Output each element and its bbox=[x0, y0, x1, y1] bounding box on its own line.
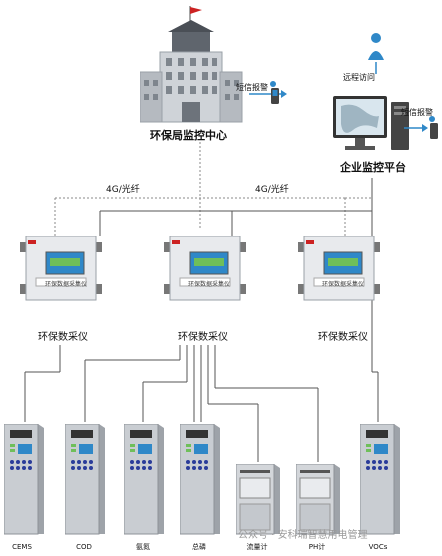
device-label-ph-meter: PH计 bbox=[308, 543, 326, 551]
cabinet-cod bbox=[65, 424, 105, 535]
link-label-left: 4G/光纤 bbox=[106, 185, 140, 195]
device-label-flow-meter: 流量计 bbox=[246, 543, 268, 551]
data-collector-2 bbox=[164, 236, 246, 301]
data-collector-1 bbox=[20, 236, 102, 301]
device-label-ammonia: 氨氮 bbox=[136, 543, 150, 551]
remote-access-label: 远程访问 bbox=[343, 73, 375, 82]
device-label-cod: COD bbox=[76, 543, 92, 551]
cabinet-vocs bbox=[360, 424, 400, 535]
cabinet-cems bbox=[4, 424, 44, 535]
device-label-cems: CEMS bbox=[12, 543, 32, 551]
monitoring-center-building-icon bbox=[140, 6, 243, 123]
collector-1-label: 环保数采仪 bbox=[38, 332, 88, 343]
collector-3-label: 环保数采仪 bbox=[318, 332, 368, 343]
collector-1-caption: 环保数据采集仪 bbox=[45, 281, 88, 288]
collector-2-label: 环保数采仪 bbox=[178, 332, 228, 343]
collector-3-caption: 环保数据采集仪 bbox=[322, 281, 365, 288]
platform-alarm-phone-icon bbox=[429, 116, 438, 139]
center-sms-label: 短信报警 bbox=[236, 83, 268, 92]
cabinet-total-phosphorus bbox=[180, 424, 220, 535]
device-label-phosphorus: 总磷 bbox=[192, 543, 206, 551]
alarm-phone-icon bbox=[270, 81, 279, 104]
platform-sms-arrow-icon bbox=[404, 124, 428, 132]
remote-user-icon bbox=[368, 33, 384, 74]
monitoring-pc-icon bbox=[333, 96, 409, 150]
link-label-right: 4G/光纤 bbox=[255, 185, 289, 195]
enterprise-platform-title: 企业监控平台 bbox=[340, 161, 406, 174]
flow-meter-box bbox=[236, 464, 280, 535]
device-label-vocs: VOCs bbox=[368, 543, 388, 551]
cabinet-ammonia bbox=[124, 424, 164, 535]
collector-2-caption: 环保数据采集仪 bbox=[188, 281, 231, 288]
watermark-text: 公众号 · 安科瑞智慧用电管理 bbox=[238, 530, 368, 541]
platform-sms-label: 短信报警 bbox=[401, 108, 433, 117]
ph-meter-box bbox=[296, 464, 340, 535]
monitoring-center-title: 环保局监控中心 bbox=[150, 129, 227, 142]
data-collector-3 bbox=[298, 236, 380, 301]
